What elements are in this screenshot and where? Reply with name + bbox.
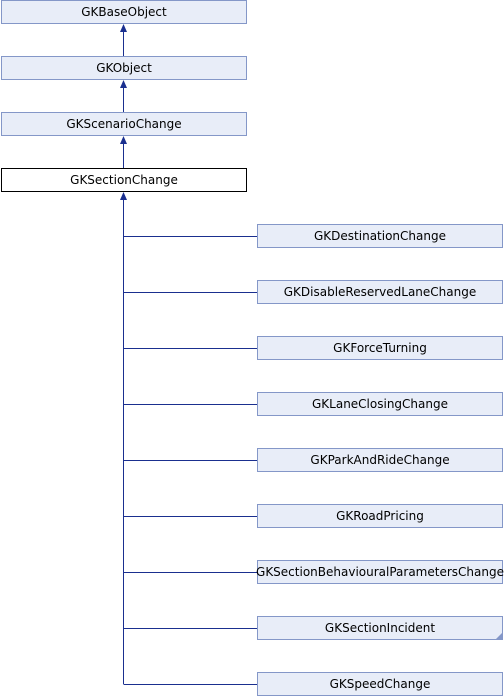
class-label: GKSpeedChange [329,677,431,691]
class-label: GKRoadPricing [336,509,424,523]
class-node-gkbaseobject[interactable]: GKBaseObject [1,0,247,24]
class-node-gkspeedchange[interactable]: GKSpeedChange [257,672,503,696]
class-label: GKParkAndRideChange [310,453,450,467]
class-label: GKScenarioChange [66,117,182,131]
inheritance-arrow-icon [120,192,127,200]
class-label: GKSectionIncident [324,621,436,635]
class-node-gklaneclosingchange[interactable]: GKLaneClosingChange [257,392,503,416]
inheritance-arrow-icon [120,24,127,32]
class-node-gksectionincident[interactable]: GKSectionIncident [257,616,503,640]
class-label: GKBaseObject [81,5,167,19]
class-node-gksectionbehaviouralparameterschange[interactable]: GKSectionBehaviouralParametersChange [256,560,504,584]
inheritance-arrow-icon [120,80,127,88]
class-label: GKSectionChange [70,173,178,187]
class-node-gksectionchange-current: GKSectionChange [1,168,247,192]
class-node-gkobject[interactable]: GKObject [1,56,247,80]
class-label: GKLaneClosingChange [311,397,448,411]
class-node-gkforceturning[interactable]: GKForceTurning [257,336,503,360]
class-label: GKDestinationChange [314,229,446,243]
class-label: GKDisableReservedLaneChange [283,285,477,299]
inheritance-arrow-icon [120,136,127,144]
class-node-gkparkandridechange[interactable]: GKParkAndRideChange [257,448,503,472]
class-label: GKSectionBehaviouralParametersChange [256,565,504,579]
class-node-gkdestinationchange[interactable]: GKDestinationChange [257,224,503,248]
class-label: GKForceTurning [333,341,427,355]
more-subclasses-corner-icon [496,633,502,639]
class-label: GKObject [96,61,152,75]
class-node-gkscenariochange[interactable]: GKScenarioChange [1,112,247,136]
class-node-gkdisablereservedlanechange[interactable]: GKDisableReservedLaneChange [257,280,503,304]
class-node-gkroadpricing[interactable]: GKRoadPricing [257,504,503,528]
